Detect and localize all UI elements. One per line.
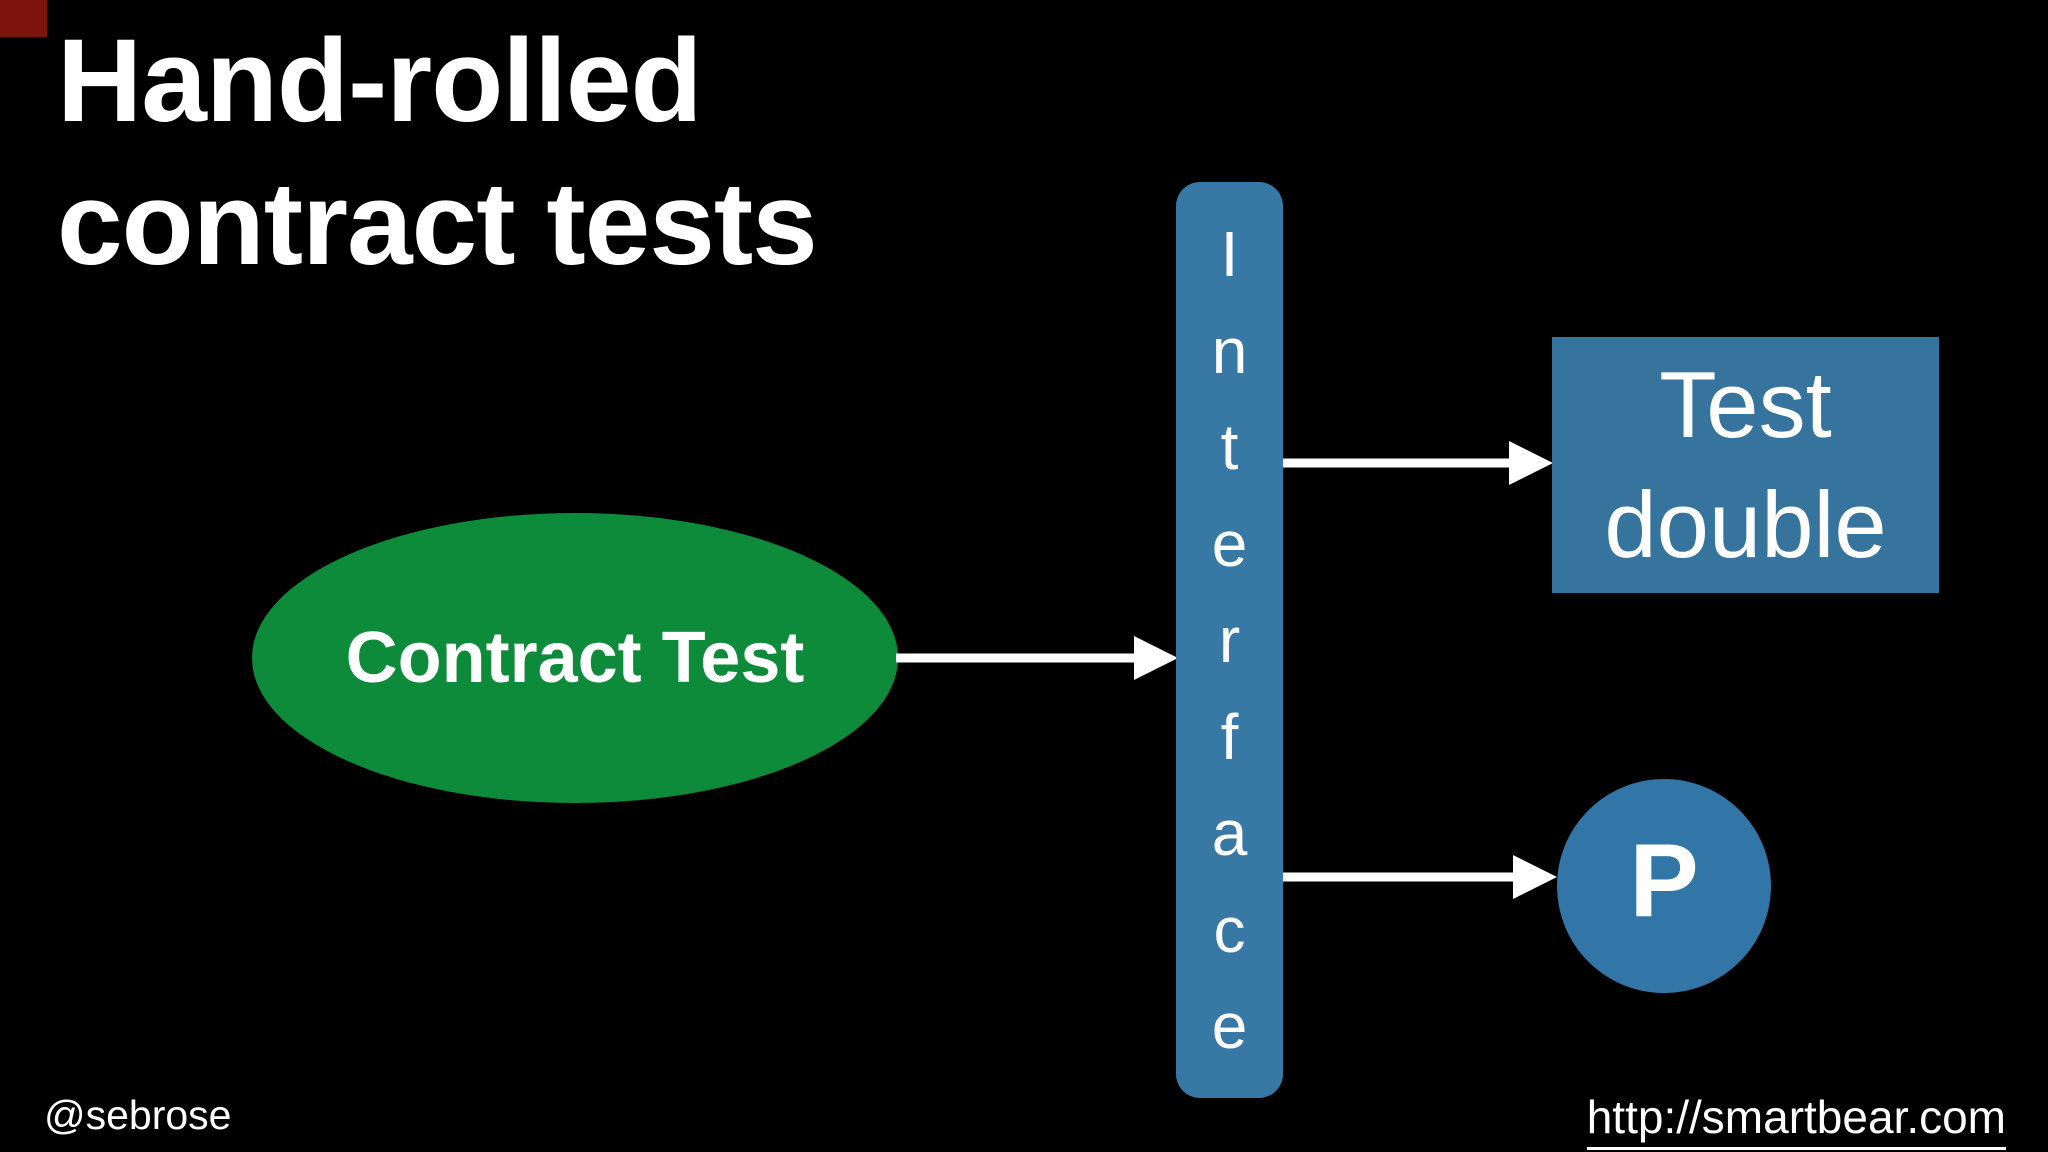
arrowhead-icon bbox=[1134, 636, 1178, 680]
test-double-line-1: Test bbox=[1659, 352, 1832, 457]
arrow-shaft bbox=[896, 653, 1140, 663]
process-label: P bbox=[1629, 822, 1699, 939]
interface-letter: t bbox=[1220, 411, 1239, 483]
process-node: P bbox=[1557, 779, 1771, 993]
interface-bar: I n t e r f a c e bbox=[1176, 182, 1283, 1098]
title-line-2: contract tests bbox=[57, 158, 818, 290]
arrow-shaft bbox=[1283, 458, 1515, 468]
arrow-shaft bbox=[1283, 872, 1519, 882]
arrowhead-icon bbox=[1509, 441, 1553, 485]
interface-letter: e bbox=[1211, 507, 1248, 580]
contract-test-node: Contract Test bbox=[252, 513, 898, 803]
test-double-line-2: double bbox=[1604, 472, 1887, 577]
corner-red-mark bbox=[0, 0, 47, 37]
interface-letter: a bbox=[1211, 797, 1248, 869]
arrow-interface-to-process bbox=[1283, 854, 1557, 900]
interface-letter: f bbox=[1220, 700, 1239, 773]
arrowhead-icon bbox=[1513, 855, 1557, 899]
slide-title: Hand-rolled contract tests bbox=[57, 10, 818, 296]
interface-letter: c bbox=[1213, 893, 1246, 966]
arrow-contract-to-interface bbox=[896, 635, 1178, 681]
twitter-handle: @sebrose bbox=[44, 1092, 232, 1138]
url-link[interactable]: http://smartbear.com bbox=[1586, 1090, 2006, 1150]
interface-letter: e bbox=[1211, 990, 1248, 1062]
interface-letter: I bbox=[1220, 218, 1239, 290]
interface-letter: n bbox=[1211, 314, 1248, 387]
arrow-interface-to-test-double bbox=[1283, 440, 1553, 486]
title-line-1: Hand-rolled bbox=[57, 15, 703, 147]
test-double-node: Test double bbox=[1552, 337, 1939, 593]
interface-letter: r bbox=[1218, 604, 1241, 676]
contract-test-label: Contract Test bbox=[345, 618, 805, 698]
